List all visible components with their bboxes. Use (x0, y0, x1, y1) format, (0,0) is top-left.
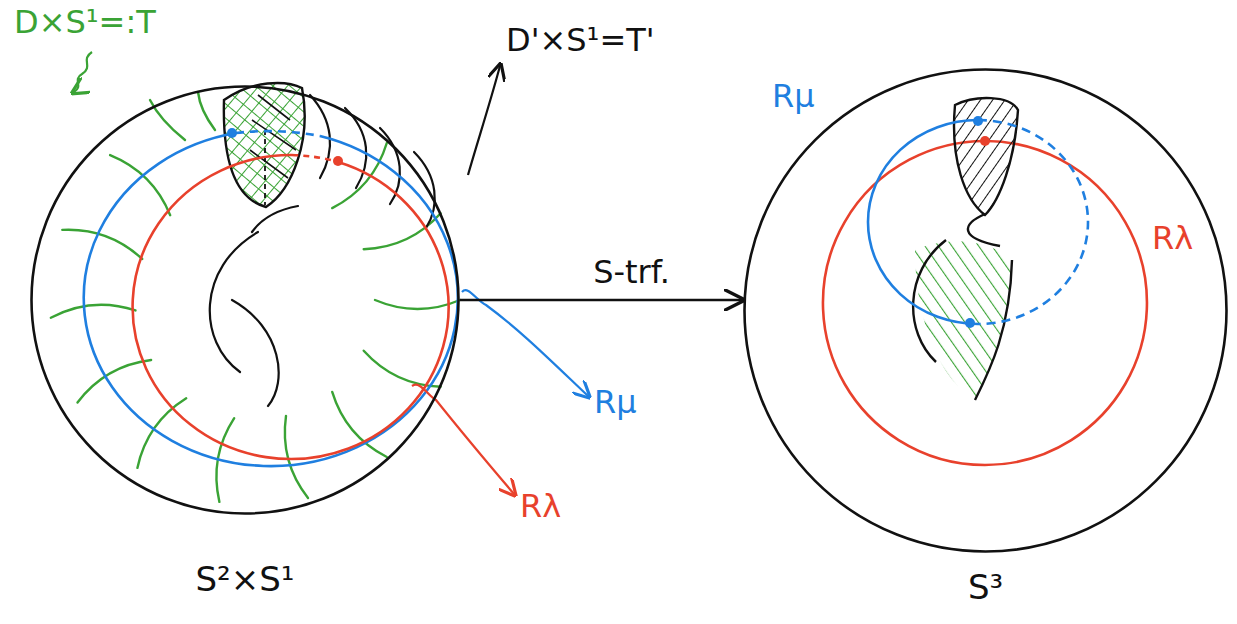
s-curve (968, 214, 1000, 246)
torus-label: D'×S¹=T' (506, 22, 655, 59)
curve-r-mu-hidden (978, 120, 1088, 324)
curve-r-mu (84, 133, 458, 466)
curve-label: Rλ (1152, 220, 1193, 257)
curve-r-lambda-hidden (292, 155, 338, 162)
curve-r-lambda (133, 155, 449, 459)
point (980, 136, 990, 146)
hole-curve (232, 300, 279, 406)
space-circle: S²×S¹ (30, 85, 460, 515)
caption-holder: S³ (743, 569, 1228, 606)
circle-outline (32, 87, 459, 514)
circle-outline (745, 70, 1227, 552)
point (965, 318, 975, 328)
point (227, 128, 237, 138)
fiber-arc (51, 305, 136, 318)
curve-label: Rλ (520, 488, 561, 525)
hole-curve (252, 206, 298, 232)
disc-axis (264, 130, 266, 205)
fiber-arc (375, 300, 460, 309)
leader-line (412, 385, 514, 494)
point (333, 156, 343, 166)
fiber-arc (332, 143, 387, 208)
lower-disc (915, 241, 1012, 400)
fiber-arc (380, 128, 400, 204)
fiber-arc (198, 92, 215, 130)
leader-line (468, 66, 500, 175)
curve-r-mu-hidden (236, 131, 320, 136)
transform-arrow (460, 299, 743, 301)
lower-disc-outline (913, 240, 1012, 400)
space-name: S³ (968, 569, 1003, 606)
fiber-arc (110, 155, 170, 215)
curve-label: Rμ (594, 384, 637, 421)
point (973, 116, 983, 126)
fiber-arc (78, 360, 152, 403)
arrow-label: S-trf. (590, 255, 673, 290)
leader-line (462, 290, 588, 396)
meridian-disc-hatch (250, 95, 296, 178)
space-circle: S³ (743, 68, 1228, 553)
curve-label: Rμ (772, 78, 815, 115)
circle-outline (30, 85, 460, 515)
circle-outline (743, 68, 1228, 553)
torus-label: D×S¹=:T (14, 4, 156, 41)
leader-line (74, 52, 92, 92)
space-name: S²×S¹ (196, 561, 295, 598)
caption-holder: S²×S¹ (30, 561, 460, 598)
fiber-arc (62, 230, 142, 259)
curve-r-mu (868, 120, 978, 324)
meridian-disc (224, 83, 305, 207)
upper-disc (954, 98, 1018, 215)
fiber-arc (285, 416, 308, 498)
